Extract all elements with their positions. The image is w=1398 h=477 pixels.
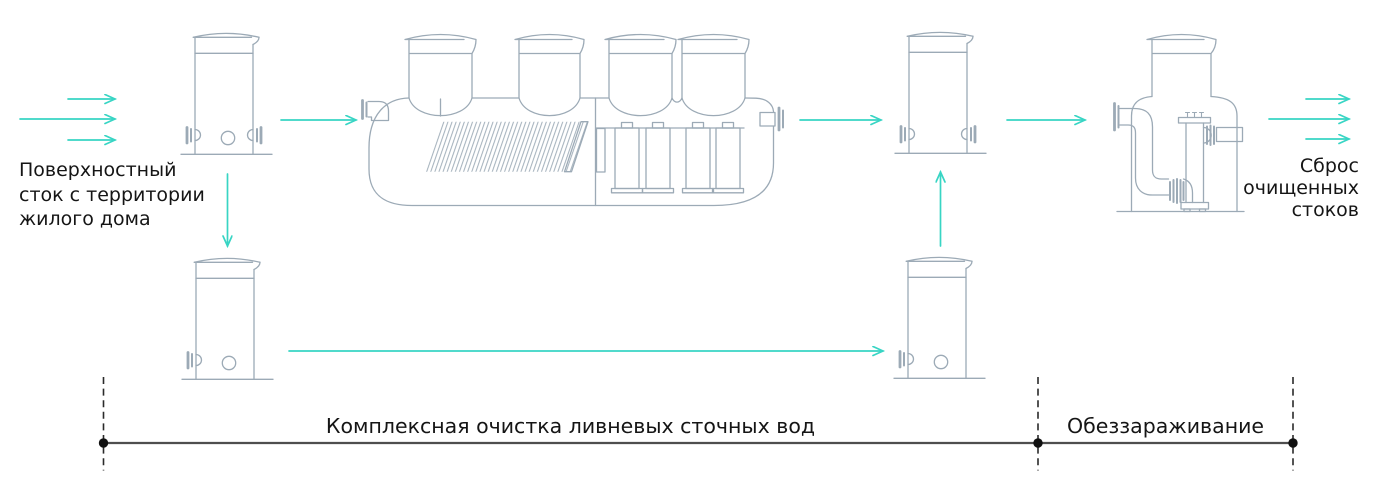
well-body [893,31,988,155]
outlet-nozzle [759,106,784,132]
well-manhole [933,354,949,370]
inlet-nozzle [361,99,390,122]
inflow-label-line: жилого дома [19,208,151,231]
storage-well-icon [892,255,987,380]
inlet-well-icon [179,32,274,156]
bypass-well-icon [180,256,275,381]
filter-cartridge [711,121,745,194]
outlet-well-icon [893,31,988,155]
divider-weir [595,127,606,173]
uv-dome [1130,95,1238,213]
riser [677,33,750,99]
riser [514,33,585,99]
storm-treatment-unit-icon [361,33,784,207]
lamella-block [423,121,588,172]
uv-inlet-pipe [1113,102,1170,196]
stage-axis-dot [1288,438,1298,448]
well-body [179,32,274,156]
stage-axis-dot [98,438,109,448]
outflow-arrows [1268,99,1349,139]
uv-reactor-column [1177,111,1212,213]
outflow-label: Сброс очищенных стоков [1243,155,1359,221]
filter-cartridge [681,121,715,194]
lamella-end-plate [563,121,589,173]
well-manhole [220,130,236,146]
inflow-label-line: сток с территории [19,183,205,206]
well-manhole [221,355,237,371]
stage-boundary-dashed-lines [102,377,1294,471]
filter-cartridge [641,121,675,194]
uv-unit-icon [1113,33,1245,213]
stage-axis [98,377,1298,471]
well-body [892,255,987,380]
stage-treatment-label: Комплексная очистка ливневых сточных вод [325,414,816,438]
uv-outlet-pipe [1202,124,1244,146]
riser [404,33,477,117]
inflow-arrows [19,99,115,140]
well-right-port [960,125,977,144]
riser [604,33,677,99]
filter-cartridge [610,121,644,194]
uv-riser [1146,33,1217,98]
stage-disinfection-label: Обеззараживание [1066,414,1265,438]
well-body [180,256,275,381]
tank-top-edge [408,97,746,117]
outflow-label-line: стоков [1291,198,1359,221]
outflow-label-line: очищенных [1243,176,1359,199]
well-right-port [246,126,263,145]
uv-ribbed-coupling [1169,178,1194,204]
tank-shell [368,97,775,207]
inflow-label-line: Поверхностный [19,159,177,181]
inflow-label: Поверхностный сток с территории жилого д… [19,158,205,232]
tank-shell-top-right [744,97,775,113]
stage-axis-dot [1033,438,1043,448]
outflow-label-line: Сброс [1299,155,1359,177]
